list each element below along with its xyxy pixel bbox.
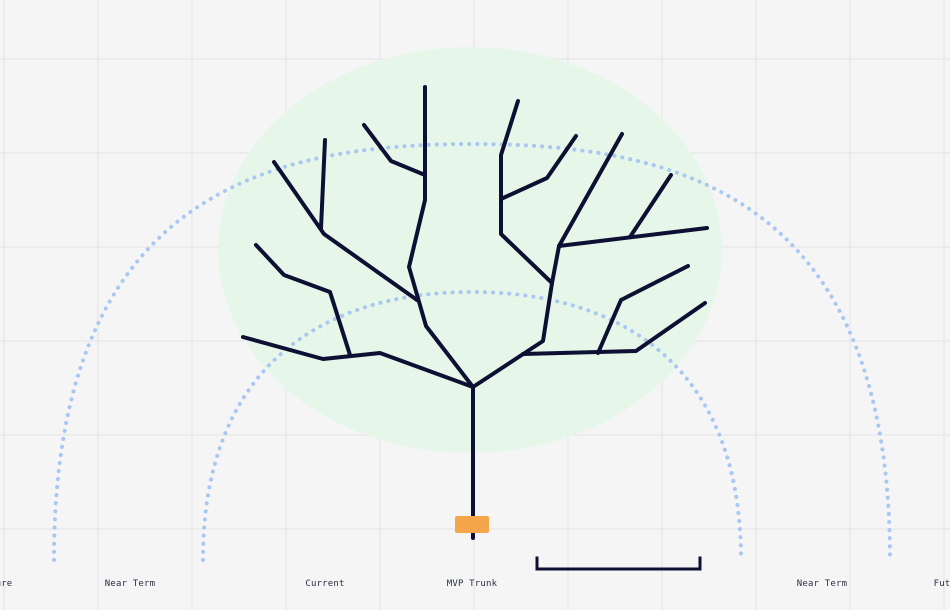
label-future-left: ure bbox=[0, 579, 13, 589]
label-future-right: Fut bbox=[933, 579, 950, 589]
canopy-bubble bbox=[218, 47, 722, 453]
branch-mid-left-twig bbox=[254, 243, 352, 357]
branch-right-twig bbox=[499, 134, 578, 201]
branch-upper-left-twig bbox=[319, 138, 327, 230]
label-near-term-right: Near Term bbox=[796, 579, 848, 589]
dotted-rings bbox=[52, 141, 892, 562]
branch-right-main bbox=[471, 99, 554, 389]
label-mvp-trunk: MVP Trunk bbox=[446, 579, 498, 589]
label-current: Current bbox=[305, 579, 345, 589]
scale-bracket bbox=[535, 556, 702, 571]
branch-upper-left bbox=[272, 160, 419, 302]
ring-near-term bbox=[201, 289, 743, 562]
branch-center-up bbox=[407, 85, 475, 389]
tree-branches bbox=[241, 85, 709, 540]
label-near-term-left: Near Term bbox=[104, 579, 156, 589]
branch-center-twig bbox=[362, 123, 427, 177]
sticky-note[interactable] bbox=[455, 516, 489, 533]
branch-lower-right-twig bbox=[596, 264, 690, 355]
branch-lower-right bbox=[521, 301, 707, 356]
branch-right-far-spur bbox=[557, 226, 709, 248]
branch-right-far-twig bbox=[628, 173, 673, 239]
